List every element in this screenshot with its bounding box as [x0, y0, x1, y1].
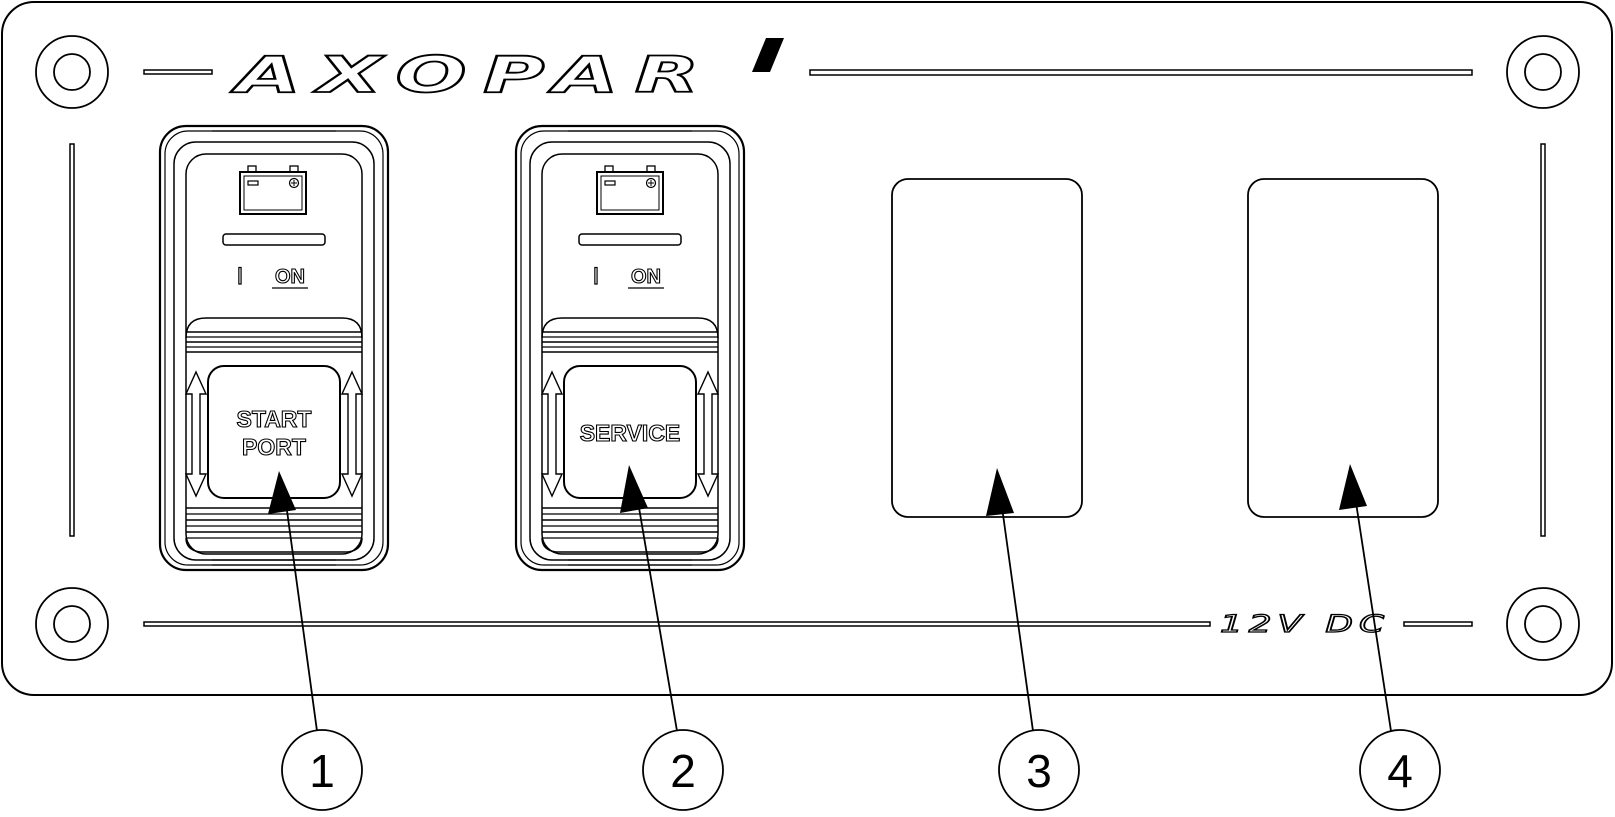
- state-label-on: ON: [631, 266, 661, 288]
- rocker-ribs-top: [185, 317, 363, 353]
- brand-logo: AXOPAR: [229, 46, 716, 104]
- indicator-window: [222, 233, 326, 246]
- rocker-switch-start-port[interactable]: I ON START PORT: [158, 124, 390, 572]
- bottom-rail-short: [1403, 621, 1473, 627]
- right-rail: [1540, 143, 1546, 537]
- brand-mark: [752, 38, 784, 72]
- leader-line-3: [986, 468, 1034, 732]
- leader-line-4: [1339, 464, 1392, 732]
- battery-icon: [596, 165, 664, 215]
- double-arrow-right-icon: [340, 370, 364, 498]
- callout-2: 2: [642, 729, 724, 811]
- bottom-rail-long: [143, 621, 1211, 627]
- state-symbol: I: [593, 263, 600, 290]
- double-arrow-left-icon: [540, 370, 564, 498]
- switch-label-line-1: START: [237, 406, 312, 432]
- top-rail-short: [143, 69, 213, 75]
- rocker-ribs-bottom: [541, 507, 719, 553]
- callout-1: 1: [281, 729, 363, 811]
- voltage-label: 12V DC: [1220, 610, 1390, 638]
- callout-4: 4: [1359, 729, 1441, 811]
- callout-number: 1: [309, 745, 335, 797]
- double-arrow-left-icon: [184, 370, 208, 498]
- rocker-button[interactable]: [207, 365, 341, 499]
- panel-outline: [1, 1, 1613, 696]
- leader-line-2: [620, 465, 678, 732]
- indicator-window: [578, 233, 682, 246]
- mounting-hole-bottom-left: [35, 587, 109, 661]
- left-rail: [69, 143, 75, 537]
- callout-number: 2: [670, 745, 696, 797]
- mounting-hole-bottom-right: [1506, 587, 1580, 661]
- state-label-on: ON: [275, 266, 305, 288]
- blank-switch-slot-4: [1247, 178, 1439, 518]
- state-symbol: I: [237, 263, 244, 290]
- top-rail-long: [809, 69, 1473, 76]
- mounting-hole-top-left: [35, 35, 109, 109]
- leader-line-1: [268, 471, 318, 732]
- rocker-ribs-bottom: [185, 507, 363, 553]
- battery-icon: [239, 165, 307, 215]
- switch-label-line-2: PORT: [242, 434, 306, 460]
- double-arrow-right-icon: [696, 370, 720, 498]
- callout-number: 3: [1026, 745, 1052, 797]
- blank-switch-slot-3: [891, 178, 1083, 518]
- rocker-ribs-top: [541, 317, 719, 353]
- switch-label-line-1: SERVICE: [580, 420, 681, 446]
- callout-3: 3: [998, 729, 1080, 811]
- mounting-hole-top-right: [1506, 35, 1580, 109]
- callout-number: 4: [1387, 745, 1413, 797]
